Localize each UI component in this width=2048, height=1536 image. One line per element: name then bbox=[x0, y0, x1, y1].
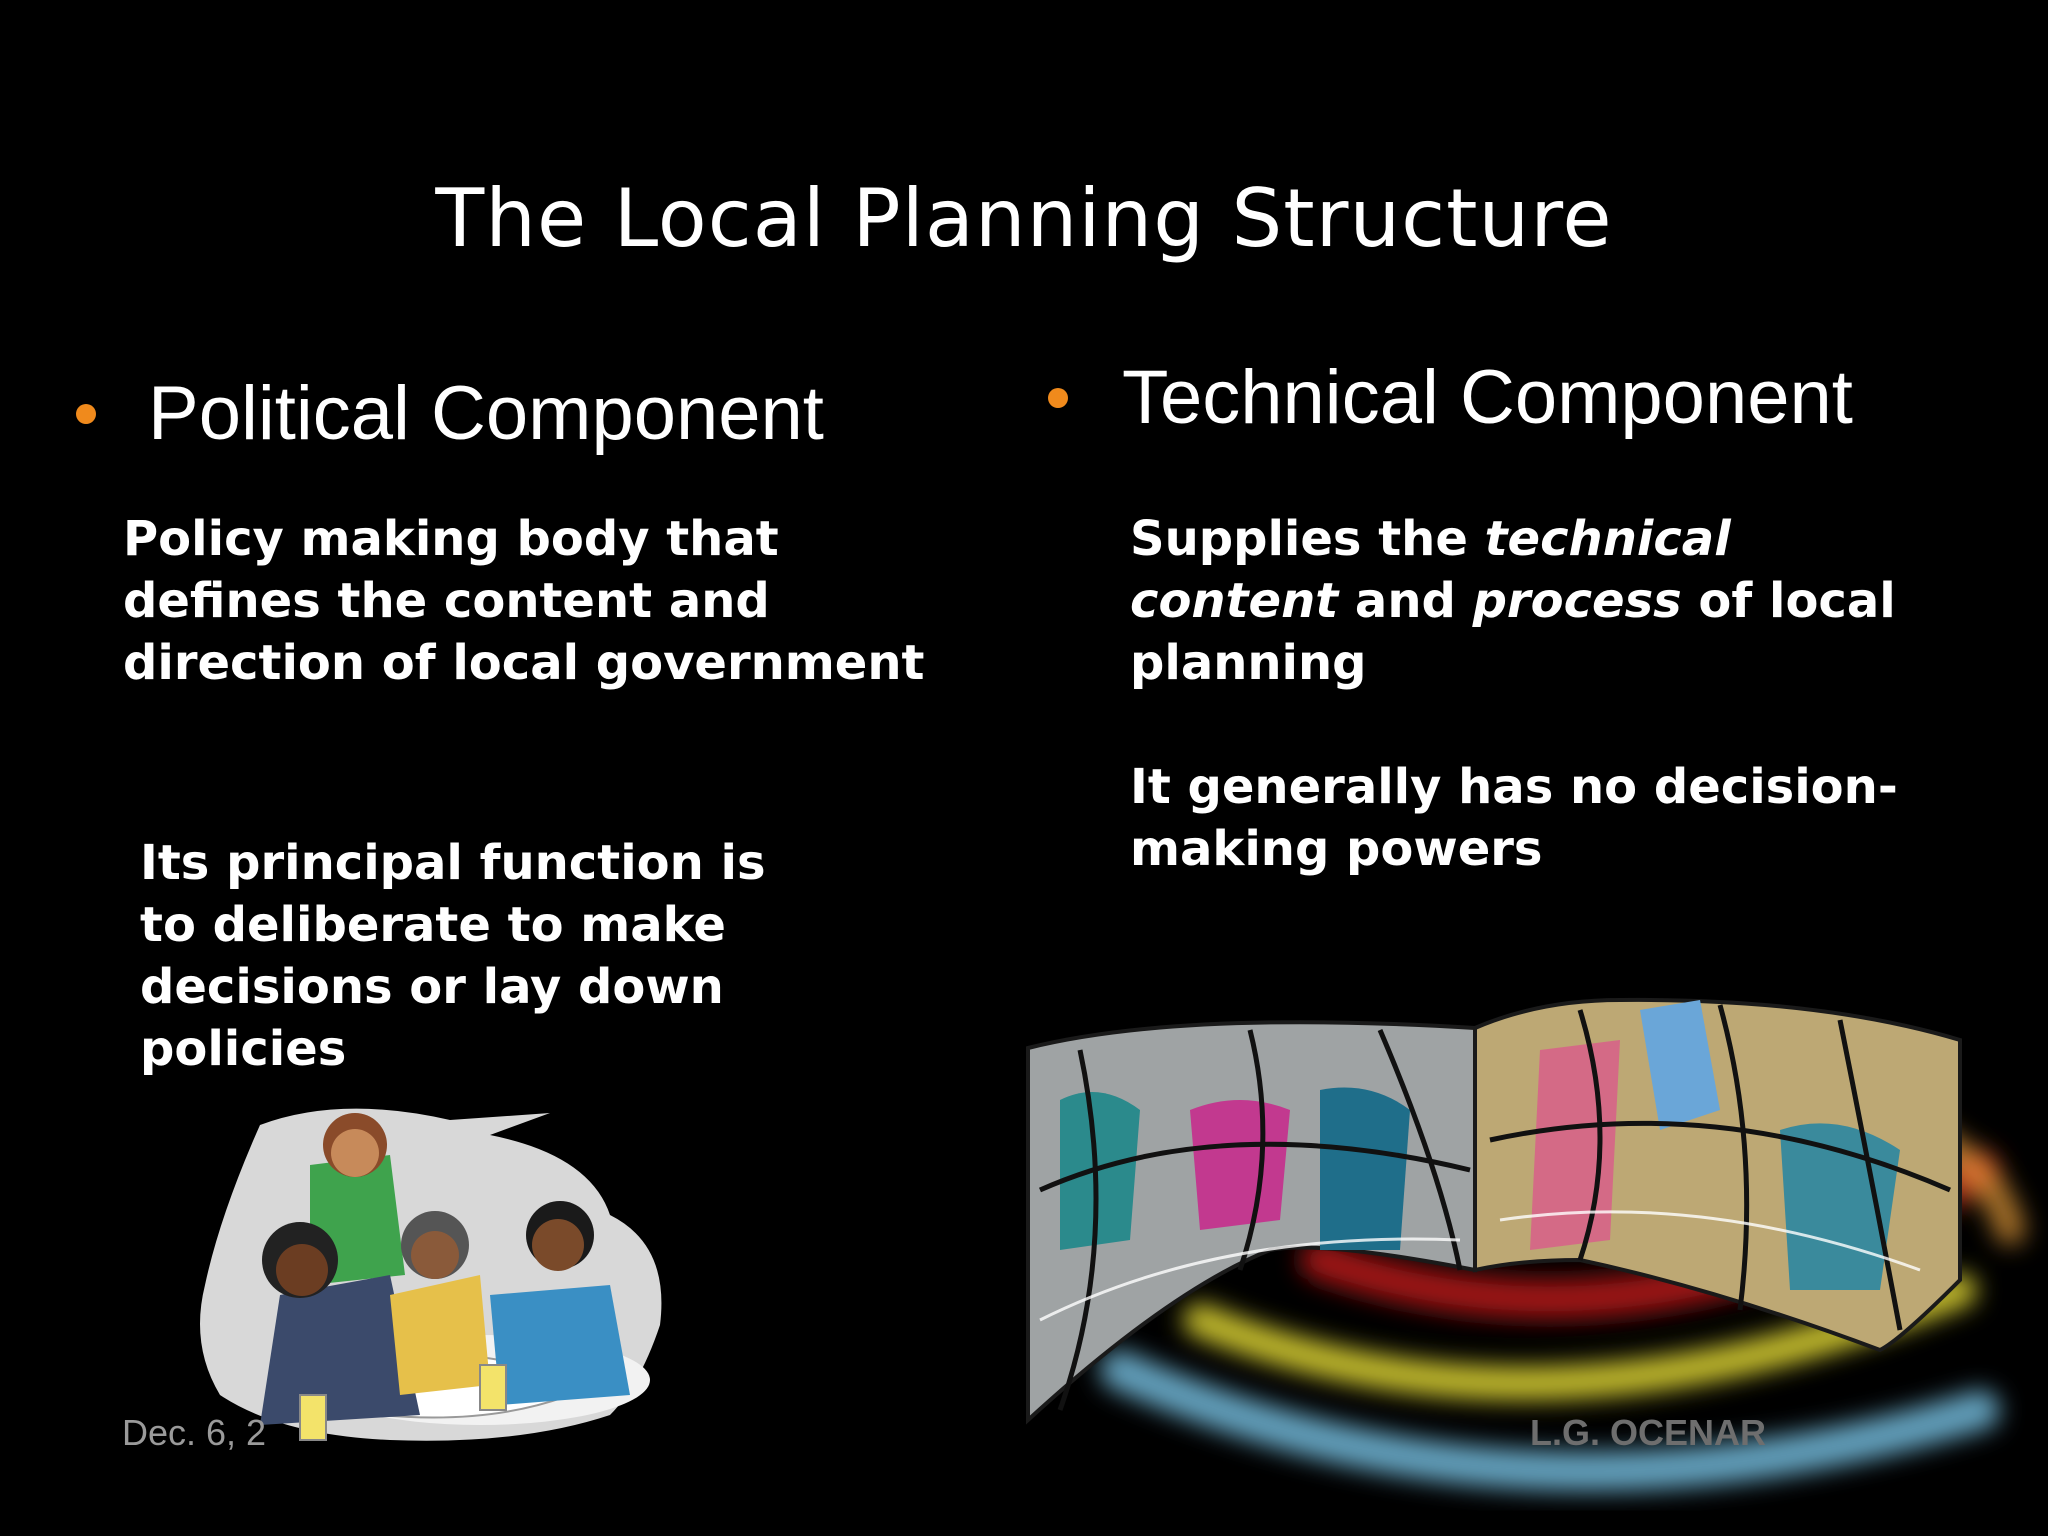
slide-title: The Local Planning Structure bbox=[435, 172, 1613, 265]
political-function: Its principal function is to deliberate … bbox=[140, 832, 900, 1080]
technical-emphasis: process bbox=[1472, 573, 1682, 629]
powers-line: It generally has no decision- bbox=[1130, 759, 1898, 815]
technical-text: of local bbox=[1681, 573, 1896, 629]
function-line: decisions or lay down bbox=[140, 959, 724, 1015]
function-line: Its principal function is bbox=[140, 835, 766, 891]
political-description-text: Policy making body that defines the cont… bbox=[123, 511, 925, 691]
bullet-icon bbox=[1048, 388, 1068, 408]
footer-author: L.G. OCENAR bbox=[1530, 1412, 1767, 1453]
function-line: to deliberate to make bbox=[140, 897, 726, 953]
technical-text: planning bbox=[1130, 635, 1367, 691]
technical-component-heading: Technical Component bbox=[1122, 355, 1853, 440]
political-description: Policy making body that defines the cont… bbox=[123, 508, 983, 694]
technical-emphasis: content bbox=[1130, 573, 1339, 629]
team-clipart bbox=[1026, 997, 2025, 1492]
political-component-heading: Political Component bbox=[148, 371, 824, 456]
technical-powers: It generally has no decision- making pow… bbox=[1130, 756, 2010, 880]
bullet-icon bbox=[76, 404, 96, 424]
technical-text: Supplies the bbox=[1130, 511, 1485, 567]
function-line: policies bbox=[140, 1021, 347, 1077]
technical-description: Supplies the technical content and proce… bbox=[1130, 508, 2010, 694]
technical-text: and bbox=[1338, 573, 1473, 629]
powers-line: making powers bbox=[1130, 821, 1543, 877]
technical-emphasis: technical bbox=[1484, 511, 1731, 567]
meeting-clipart bbox=[200, 1108, 662, 1441]
footer-date: Dec. 6, 2 bbox=[122, 1412, 267, 1453]
